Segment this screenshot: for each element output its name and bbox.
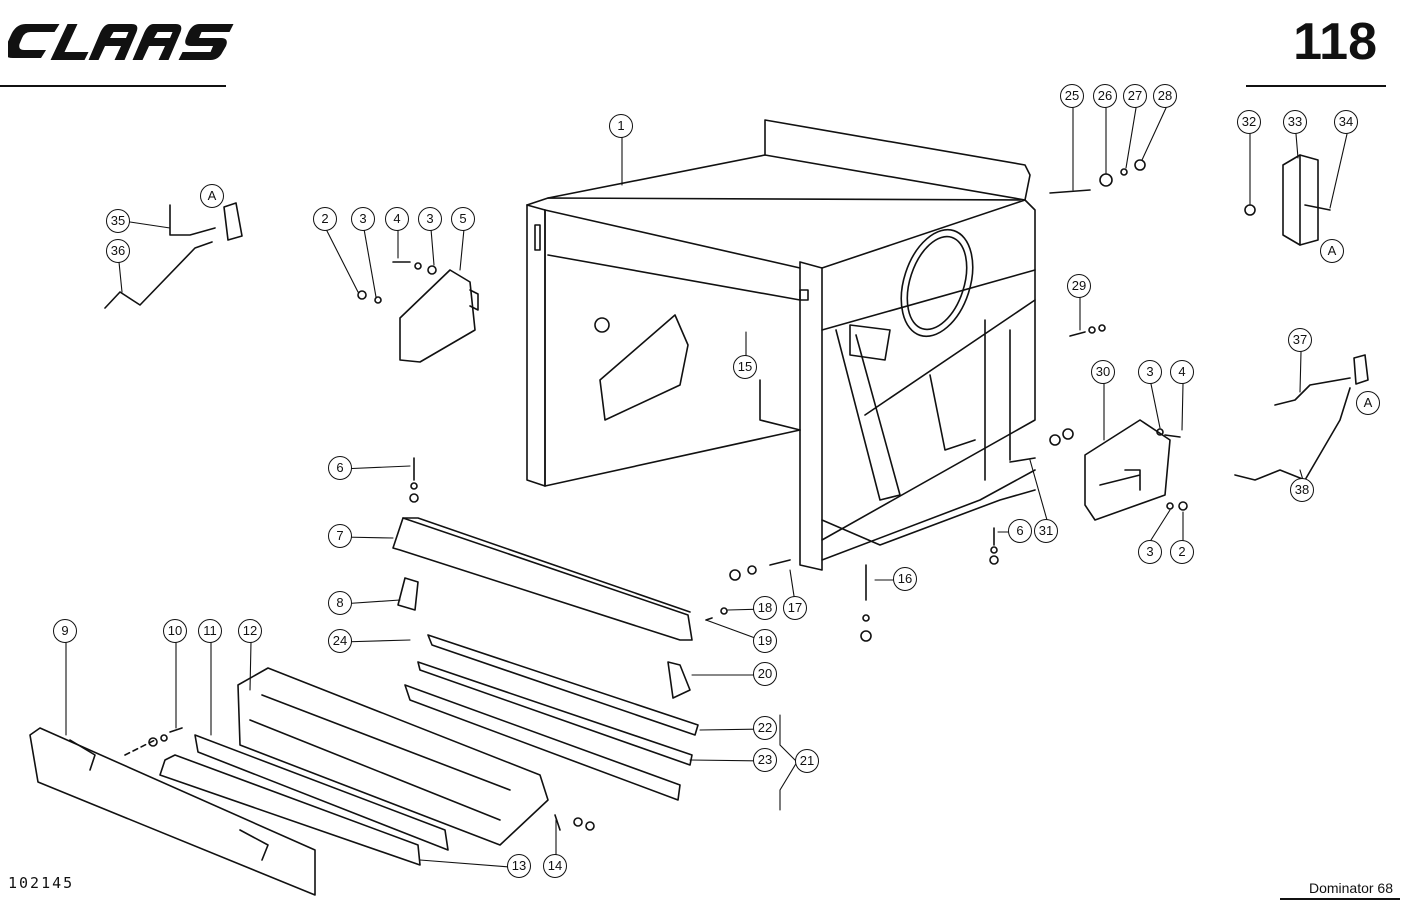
part-callout-21: 21 (795, 749, 819, 773)
part-callout-4: 4 (385, 207, 409, 231)
part-callout-8: 8 (328, 591, 352, 615)
page-number: 118 (1293, 13, 1377, 71)
part-callout-29: 29 (1067, 274, 1091, 298)
reference-marker-a: A (200, 184, 224, 208)
reference-marker-a: A (1320, 239, 1344, 263)
pipe-part-37 (1274, 377, 1351, 406)
side-cover-part-5 (399, 269, 479, 363)
part-callout-22: 22 (753, 716, 777, 740)
label-leader-lines (65, 107, 1348, 868)
part-callout-3: 3 (1138, 360, 1162, 384)
pipe-part-36 (104, 241, 213, 309)
part-callout-6: 6 (328, 456, 352, 480)
bracket-part-20 (667, 661, 691, 699)
part-callout-23: 23 (753, 748, 777, 772)
block-part-33 (1244, 154, 1331, 246)
part-callout-20: 20 (753, 662, 777, 686)
fasteners (124, 159, 1188, 831)
part-callout-28: 28 (1153, 84, 1177, 108)
bracket-part-8 (397, 577, 419, 611)
part-callout-1: 1 (609, 114, 633, 138)
machine-model: Dominator 68 (1308, 880, 1393, 896)
part-callout-18: 18 (753, 596, 777, 620)
part-callout-36: 36 (106, 239, 130, 263)
part-callout-34: 34 (1334, 110, 1358, 134)
part-callout-37: 37 (1288, 328, 1312, 352)
part-callout-14: 14 (543, 854, 567, 878)
rail-part-9 (29, 727, 316, 896)
part-callout-30: 30 (1091, 360, 1115, 384)
part-callout-16: 16 (893, 567, 917, 591)
part-callout-3: 3 (351, 207, 375, 231)
part-callout-35: 35 (106, 209, 130, 233)
part-callout-3: 3 (1138, 540, 1162, 564)
footer-rule-right (1280, 898, 1400, 900)
part-callout-11: 11 (198, 619, 222, 643)
part-callout-38: 38 (1290, 478, 1314, 502)
part-callout-19: 19 (753, 629, 777, 653)
part-callout-32: 32 (1237, 110, 1261, 134)
part-callout-17: 17 (783, 596, 807, 620)
part-callout-12: 12 (238, 619, 262, 643)
part-callout-3: 3 (418, 207, 442, 231)
main-frame-part-1 (526, 119, 1036, 571)
part-callout-5: 5 (451, 207, 475, 231)
side-cover-part-30 (1084, 419, 1171, 521)
claas-logo-graphic (4, 24, 234, 60)
part-callout-24: 24 (328, 629, 352, 653)
connector-block (223, 202, 243, 241)
part-callout-26: 26 (1093, 84, 1117, 108)
part-callout-27: 27 (1123, 84, 1147, 108)
crossbar-part-7 (392, 517, 693, 641)
header-rule-right (1246, 85, 1386, 87)
pipe-part-38 (1234, 387, 1351, 481)
part-callout-10: 10 (163, 619, 187, 643)
perforated-strip-part-22 (427, 634, 699, 736)
part-callout-13: 13 (507, 854, 531, 878)
part-callout-2: 2 (1170, 540, 1194, 564)
part-callout-4: 4 (1170, 360, 1194, 384)
part-callout-7: 7 (328, 524, 352, 548)
part-callout-31: 31 (1034, 519, 1058, 543)
trough-part-12 (237, 667, 549, 846)
perforated-strip-part-11 (194, 734, 449, 851)
part-callout-2: 2 (313, 207, 337, 231)
header-rule-left (0, 85, 226, 87)
strip-part-23-top (417, 661, 693, 766)
strip-part-13 (159, 754, 421, 866)
strip-part-23 (404, 684, 681, 801)
connector-block (1353, 354, 1369, 385)
claas-brand-logo (4, 14, 236, 66)
pipe-part-35 (169, 204, 216, 236)
part-callout-6: 6 (1008, 519, 1032, 543)
part-callout-9: 9 (53, 619, 77, 643)
drawing-number: 102145 (8, 874, 75, 892)
part-callout-25: 25 (1060, 84, 1084, 108)
part-callout-15: 15 (733, 355, 757, 379)
reference-marker-a: A (1356, 391, 1380, 415)
part-callout-33: 33 (1283, 110, 1307, 134)
